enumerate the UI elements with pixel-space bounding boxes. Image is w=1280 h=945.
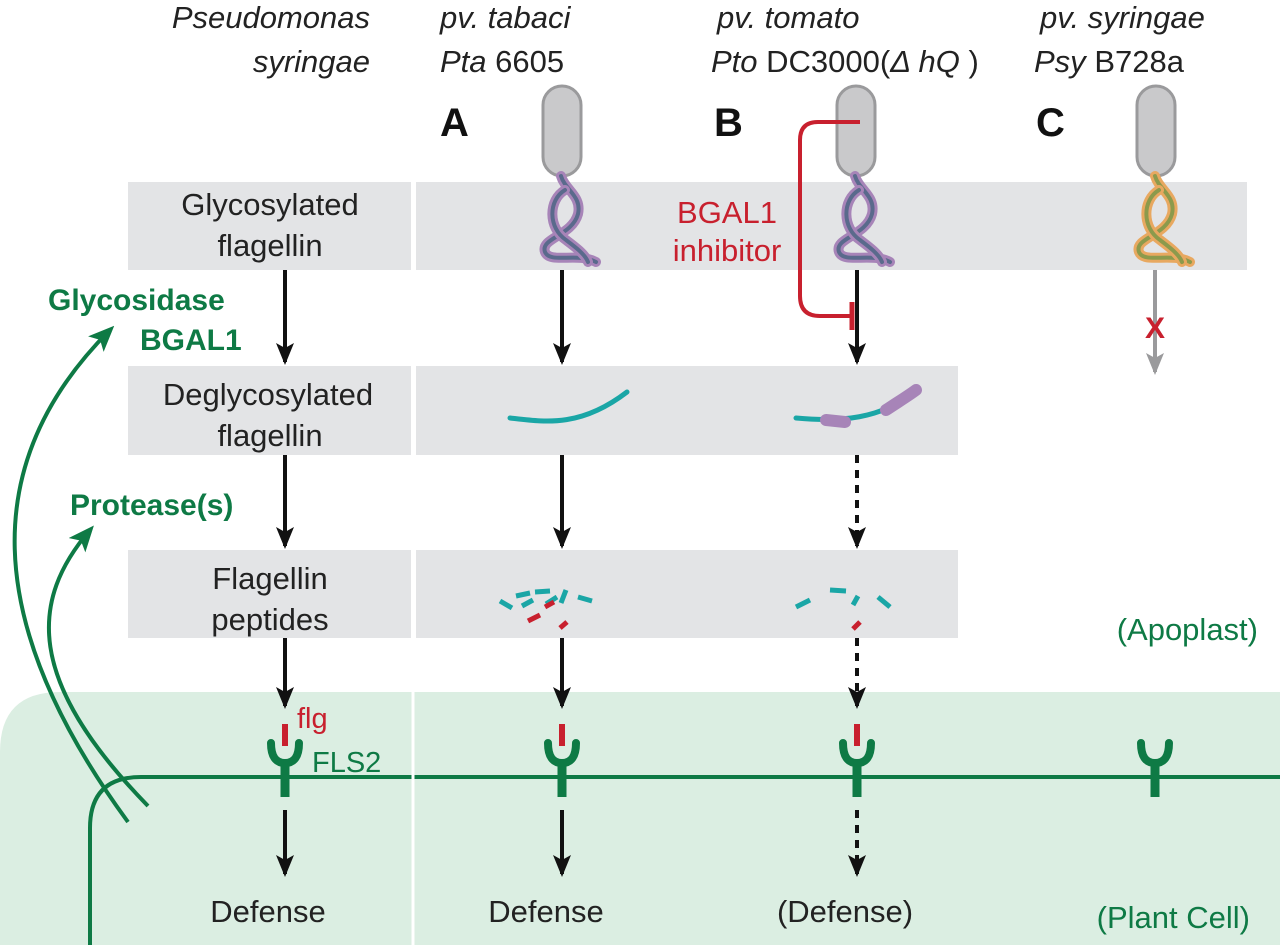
flg-ligands xyxy=(282,724,860,746)
band-glyco-left xyxy=(128,182,411,270)
header-column-a: pv. tabaci Pta 6605 A xyxy=(439,0,572,145)
flg-label: flg xyxy=(297,703,328,735)
glycosidase-label-1: Glycosidase xyxy=(48,284,225,317)
label-peptides-1: Flagellin xyxy=(212,561,327,596)
fls2-receptor-d xyxy=(1137,739,1173,797)
strain-c: Psy B728a xyxy=(1034,44,1185,79)
peptides-b xyxy=(794,587,892,631)
glyco-flagellum-c xyxy=(1133,171,1195,267)
strain-b: Pto DC3000(Δ hQ ) xyxy=(711,44,979,79)
fls2-label: FLS2 xyxy=(312,747,381,779)
species-line2: syringae xyxy=(253,44,370,79)
bacterium-c xyxy=(1135,84,1177,178)
pathovar-b: pv. tomato xyxy=(716,0,859,35)
header-column-b: pv. tomato Pto DC3000(Δ hQ ) B xyxy=(711,0,979,145)
glyco-flagellum-b xyxy=(833,171,895,267)
panel-letter-c: C xyxy=(1036,101,1065,145)
label-glycosylated-1: Glycosylated xyxy=(181,187,358,222)
deglyco-flagellin-b xyxy=(793,384,922,428)
peptides-a xyxy=(498,588,593,630)
panel-letter-a: A xyxy=(440,101,469,145)
outcome-left: Defense xyxy=(210,894,325,929)
inhibitor-connector xyxy=(798,120,860,330)
flow-arrows xyxy=(276,270,1164,877)
outcome-a: Defense xyxy=(488,894,603,929)
band-glyco-right xyxy=(416,182,1247,270)
glycosidase-arrow xyxy=(12,325,130,824)
pathovar-a: pv. tabaci xyxy=(439,0,572,35)
row-labels: Glycosylated flagellin Deglycosylated fl… xyxy=(163,187,373,637)
fls2-receptor-a xyxy=(267,739,303,797)
species-header: Pseudomonas syringae xyxy=(172,0,370,79)
panel-letter-b: B xyxy=(714,101,743,145)
outcome-b: (Defense) xyxy=(777,894,913,929)
bacterium-b xyxy=(835,84,877,178)
pathovar-c: pv. syringae xyxy=(1039,0,1205,35)
label-glycosylated-2: flagellin xyxy=(217,228,322,263)
band-deglyco-left xyxy=(128,366,411,455)
inhibitor-label-2: inhibitor xyxy=(673,233,782,268)
species-line1: Pseudomonas xyxy=(172,0,370,35)
strain-a: Pta 6605 xyxy=(440,44,564,79)
glycosidase-label-2: BGAL1 xyxy=(140,324,242,357)
row-bands xyxy=(128,182,1247,638)
fls2-receptor-b xyxy=(544,739,580,797)
glyco-flagellum-a xyxy=(539,171,601,267)
label-peptides-2: peptides xyxy=(211,602,328,637)
plant-region xyxy=(0,692,1280,945)
bacterium-a xyxy=(541,84,583,178)
band-peptides-left xyxy=(128,550,411,638)
apoplast-label: (Apoplast) xyxy=(1117,612,1258,647)
protease-label: Protease(s) xyxy=(70,489,233,522)
protease-arrow xyxy=(46,525,150,808)
deglyco-flagellin-a xyxy=(507,389,630,424)
band-deglyco-right xyxy=(416,366,958,455)
blocked-mark: X xyxy=(1145,312,1165,345)
header-column-c: pv. syringae Psy B728a C xyxy=(1034,0,1205,145)
band-peptides-right xyxy=(416,550,958,638)
plant-cell-label: (Plant Cell) xyxy=(1097,900,1250,935)
label-deglycosylated-1: Deglycosylated xyxy=(163,377,373,412)
fls2-receptor-c xyxy=(839,739,875,797)
inhibitor-label-1: BGAL1 xyxy=(677,195,777,230)
label-deglycosylated-2: flagellin xyxy=(217,418,322,453)
